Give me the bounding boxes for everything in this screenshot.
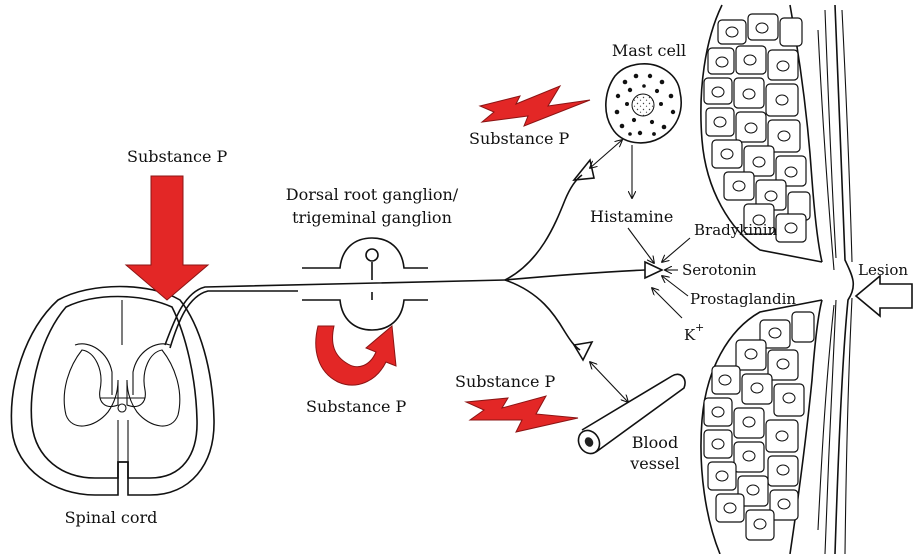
red-lightning-bolt-icon: [466, 396, 578, 432]
lesion-label: Lesion: [858, 261, 908, 279]
skin-tissue-illustration: [701, 5, 853, 554]
substance-p-label-ganglion: Substance P: [306, 397, 407, 416]
red-down-arrow-icon: [126, 176, 208, 300]
blood-vessel-label-line1: Blood: [632, 433, 678, 452]
spinal-cord-illustration: [11, 287, 214, 496]
serotonin-label: Serotonin: [682, 261, 757, 279]
red-lightning-bolt-icon: [480, 86, 590, 126]
histamine-label: Histamine: [590, 207, 673, 226]
blood-vessel-label-line2: vessel: [629, 454, 680, 473]
substance-p-label-top-left: Substance P: [127, 147, 228, 166]
substance-p-label-mast: Substance P: [469, 129, 570, 148]
ganglion-label-line2: trigeminal ganglion: [292, 208, 452, 227]
red-curved-arrow-icon: [316, 326, 396, 385]
ganglion-label-line1: Dorsal root ganglion/: [286, 185, 459, 204]
mast-cell-label: Mast cell: [612, 41, 686, 60]
open-left-arrow-icon: [856, 276, 912, 316]
mast-cell-illustration: [606, 64, 681, 143]
potassium-superscript: +: [695, 321, 704, 334]
prostaglandin-label: Prostaglandin: [690, 290, 796, 308]
bradykinin-label: Bradykinin: [694, 221, 778, 239]
spinal-cord-label: Spinal cord: [65, 508, 158, 527]
substance-p-label-vessel: Substance P: [455, 372, 556, 391]
